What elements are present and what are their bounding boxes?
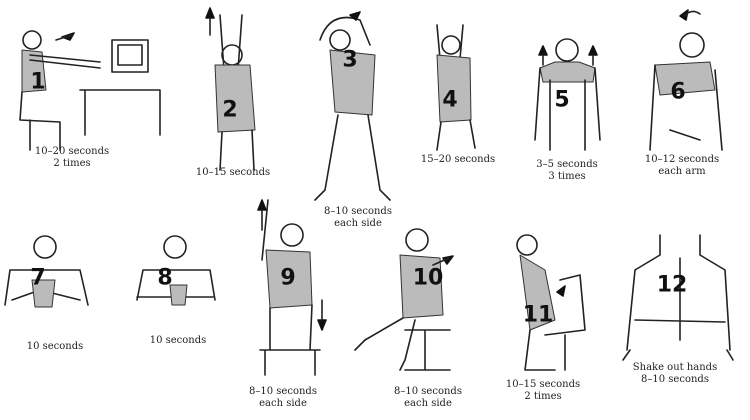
stretch-number: 12	[656, 272, 688, 298]
figure-shoulder-shrug	[534, 38, 601, 151]
figure-wrist-press-up	[136, 235, 216, 306]
figure-seated-arm-reach	[19, 30, 161, 151]
stretch-caption: 10–15 seconds	[195, 167, 271, 178]
stretch-number: 11	[522, 302, 554, 328]
stretch-7: 7 10 seconds	[0, 225, 115, 360]
stretch-number: 4	[442, 87, 458, 113]
stretch-caption: 10 seconds	[26, 341, 84, 352]
figure-wrist-press-down	[4, 235, 89, 308]
figure-shake-hands	[622, 234, 734, 361]
stretch-number: 6	[670, 79, 686, 105]
figure-behind-back-stretch	[649, 9, 723, 151]
stretch-8: 8 10 seconds	[125, 225, 235, 360]
stretch-caption: 10 seconds	[149, 335, 207, 346]
stretch-number: 1	[30, 69, 46, 95]
stretch-4: 4 15–20 seconds	[415, 0, 505, 175]
figure-arm-pull-overhead	[436, 24, 476, 151]
stretch-caption: 15–20 seconds	[420, 154, 496, 165]
figure-seated-knee-hug	[516, 234, 586, 371]
figure-overhead-stretch	[205, 7, 256, 171]
stretch-number: 7	[30, 265, 46, 291]
figure-seated-side-reach	[257, 199, 327, 376]
stretch-number: 3	[342, 47, 358, 73]
stretch-number: 2	[222, 97, 238, 123]
stretch-number: 10	[412, 265, 444, 291]
figure-seated-twist	[354, 228, 454, 371]
stretch-number: 9	[280, 265, 296, 291]
stretch-2: 2 10–15 seconds	[180, 0, 290, 190]
stretch-number: 8	[157, 265, 173, 291]
stretch-number: 5	[554, 87, 570, 113]
figure-side-bend	[314, 11, 391, 201]
